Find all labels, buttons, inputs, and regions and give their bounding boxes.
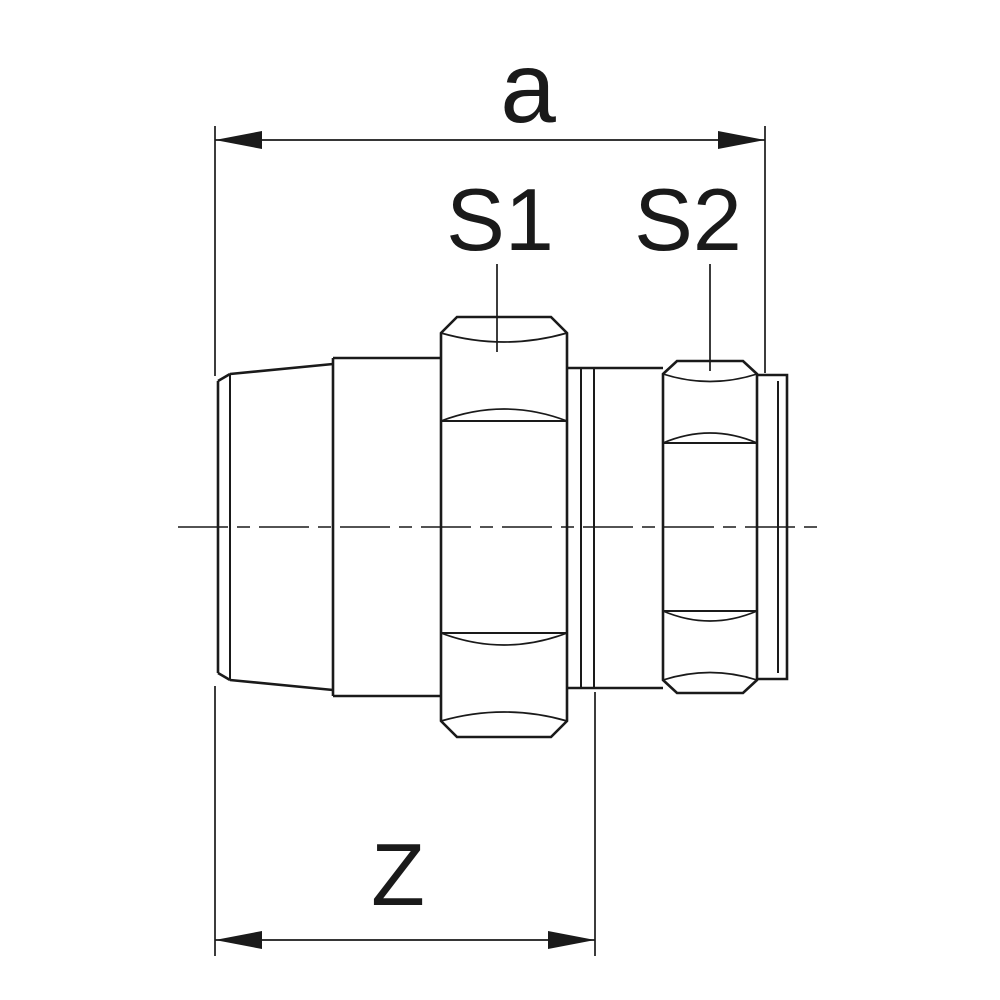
male-thread-end — [216, 362, 334, 692]
fitting-body — [331, 356, 441, 698]
dim-z-label: Z — [371, 825, 425, 924]
union-seat — [580, 368, 595, 688]
nut-s1-bottom-chamfer-arc — [440, 711, 568, 722]
tailpiece-cylinder — [567, 366, 663, 690]
s1-label: S1 — [446, 170, 554, 269]
nut-s2-upper-face-arc — [662, 432, 758, 444]
label-s2: S2 — [634, 170, 742, 371]
end-cap-outline — [757, 373, 789, 681]
label-s1: S1 — [446, 170, 554, 352]
chamfer-top — [217, 372, 231, 383]
dim-a-arrowhead-right — [718, 131, 765, 149]
taper-bottom-edge — [229, 678, 334, 692]
dimension-z: Z — [214, 686, 596, 956]
dimension-a: a — [214, 32, 766, 376]
dim-z-arrowhead-left — [215, 931, 262, 949]
chamfer-bottom — [217, 671, 231, 682]
nut-s2-lower-face-arc — [662, 610, 758, 622]
dim-z-arrowhead-right — [548, 931, 595, 949]
nut-s1-lower-face-arc — [440, 632, 568, 646]
fitting-outline — [216, 315, 789, 739]
nut-s1-upper-face-arc — [440, 408, 568, 422]
end-cap — [757, 373, 789, 681]
nut-s2-top-chamfer-arc — [662, 373, 758, 383]
dim-a-label: a — [500, 32, 556, 144]
union-nut-s1 — [439, 315, 569, 739]
nut-s1-top-chamfer-arc — [440, 332, 568, 343]
hex-nut-s2 — [661, 359, 759, 695]
s2-label: S2 — [634, 170, 742, 269]
taper-top-edge — [229, 362, 334, 376]
dim-a-arrowhead-left — [215, 131, 262, 149]
nut-s2-bottom-chamfer-arc — [662, 671, 758, 681]
